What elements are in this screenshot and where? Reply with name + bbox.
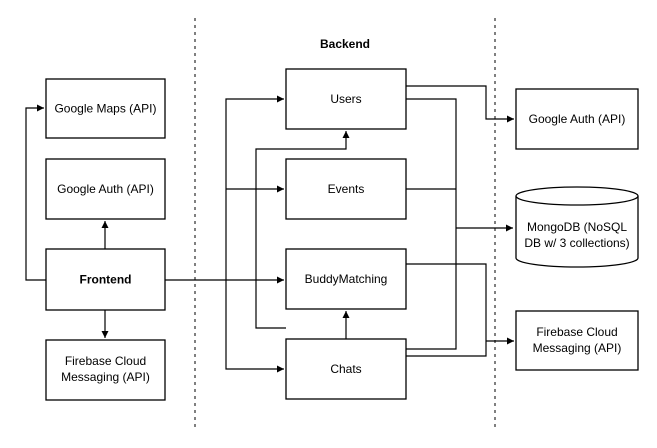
node-frontend-label: Frontend bbox=[80, 273, 132, 287]
node-mongodb-label-2: DB w/ 3 collections) bbox=[524, 236, 629, 250]
node-firebase-right-label-2: Messaging (API) bbox=[533, 341, 622, 355]
edge-frontend-to-google-maps bbox=[25, 104, 46, 281]
node-events-label: Events bbox=[328, 182, 365, 196]
edge-collector-firebase bbox=[406, 263, 487, 357]
node-frontend: Frontend bbox=[45, 248, 166, 311]
node-buddy-matching-label: BuddyMatching bbox=[305, 272, 388, 286]
edge-collector-mongodb bbox=[406, 98, 457, 350]
node-google-maps: Google Maps (API) bbox=[45, 78, 166, 139]
node-events: Events bbox=[285, 158, 407, 220]
node-firebase-left-label-1: Firebase Cloud bbox=[65, 354, 146, 368]
node-google-auth-right: Google Auth (API) bbox=[515, 88, 639, 150]
node-chats: Chats bbox=[285, 338, 407, 400]
node-chats-label: Chats bbox=[330, 362, 361, 376]
backend-section-title: Backend bbox=[320, 37, 370, 51]
node-firebase-right: Firebase Cloud Messaging (API) bbox=[515, 310, 639, 371]
node-mongodb-label-1: MongoDB (NoSQL bbox=[527, 220, 627, 234]
node-google-maps-label: Google Maps (API) bbox=[54, 102, 156, 116]
node-google-auth-left: Google Auth (API) bbox=[45, 158, 166, 220]
node-firebase-right-label-1: Firebase Cloud bbox=[536, 325, 617, 339]
node-firebase-left: Firebase Cloud Messaging (API) bbox=[45, 339, 166, 401]
node-buddy-matching: BuddyMatching bbox=[285, 248, 407, 310]
node-firebase-left-label-2: Messaging (API) bbox=[61, 370, 150, 384]
edge-frontend-to-chats bbox=[225, 280, 284, 373]
edge-chats-to-users bbox=[255, 131, 350, 329]
edge-frontend-to-users bbox=[225, 95, 284, 280]
node-mongodb: MongoDB (NoSQL DB w/ 3 collections) bbox=[515, 186, 639, 268]
node-google-auth-right-label: Google Auth (API) bbox=[529, 112, 626, 126]
node-google-auth-left-label: Google Auth (API) bbox=[57, 182, 154, 196]
node-users-label: Users bbox=[330, 92, 361, 106]
edge-users-to-google-auth bbox=[406, 85, 514, 123]
node-users: Users bbox=[285, 68, 407, 130]
